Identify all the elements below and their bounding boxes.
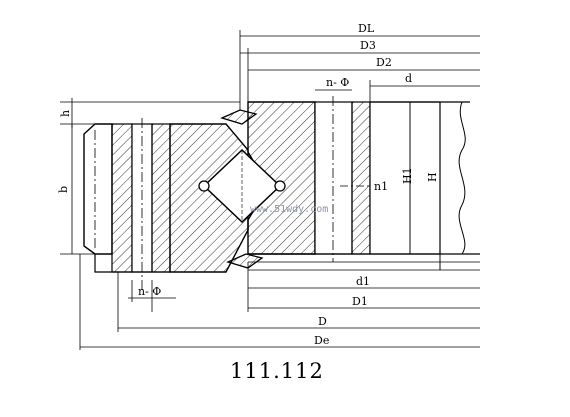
watermark: www.51wdy.com [250,204,328,215]
left-dimensions [60,98,240,255]
dim-n-phi-top: n- Φ [326,76,349,89]
dim-D2: D2 [376,56,392,69]
seals [220,109,264,269]
dim-D1: D1 [352,295,368,308]
dim-n-phi-bottom: n- Φ [138,285,161,298]
dim-h: h [59,110,72,117]
dim-DL: DL [358,22,375,35]
dim-De: De [314,334,329,347]
dim-d1: d1 [356,275,370,288]
bottom-dimensions [79,254,480,350]
model-number: 111.112 [230,359,324,383]
outer-ring [83,118,249,290]
inner-ring [247,96,480,271]
dim-D3: D3 [360,39,376,52]
top-dimensions [239,30,480,110]
dim-d: d [405,72,412,85]
raceway [198,148,286,224]
dim-D: D [318,315,327,328]
height-dimensions [409,102,441,270]
dim-n1: n1 [374,180,388,193]
dim-H1: H1 [401,167,414,184]
dim-b: b [57,186,70,193]
dim-H: H [426,172,439,182]
